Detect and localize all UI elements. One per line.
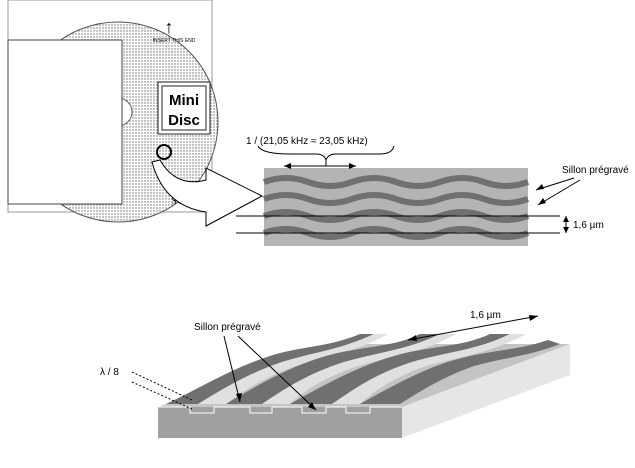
depth-label: λ / 8	[100, 367, 119, 378]
groove-pointer	[237, 335, 317, 411]
land-3d	[262, 334, 456, 404]
pitch-dimension-3d	[407, 315, 539, 341]
minidisc-logo-top: Mini	[169, 92, 199, 109]
frequency-label: 1 / (21,05 kHz ≈ 23,05 kHz)	[246, 136, 368, 147]
shutter	[7, 39, 123, 205]
land-3d	[332, 334, 526, 404]
groove-3d	[290, 334, 510, 404]
depth-line	[131, 381, 193, 410]
depth-line	[131, 371, 193, 401]
groove-label-bottom: Sillon prégravé	[194, 322, 261, 333]
minidisc-logo-bottom: Disc	[168, 112, 200, 129]
frequency-bracket	[257, 145, 395, 169]
pitch-label-3d: 1,6 µm	[470, 310, 501, 321]
minidisc-logo-box	[157, 81, 211, 135]
block-front-face	[158, 407, 402, 438]
magnified-spot	[156, 144, 172, 160]
groove-pointer	[223, 335, 241, 403]
edge-text: INSERT THIS END	[153, 38, 196, 44]
groove-block-3d	[158, 334, 570, 438]
groove-3d	[360, 340, 560, 404]
land-3d	[198, 334, 388, 404]
groove-profile	[158, 406, 402, 414]
block-side-face	[402, 344, 570, 438]
groove-3d	[226, 334, 440, 404]
groove-strip	[236, 168, 560, 246]
groove-3d	[166, 334, 374, 404]
groove-label-top: Sillon prégravé	[562, 165, 629, 176]
track-pitch-dimension	[563, 216, 569, 233]
insert-arrow-icon: ↑	[165, 17, 174, 37]
track-pitch-label: 1,6 µm	[573, 220, 604, 231]
groove-line	[262, 192, 530, 206]
groove-line	[262, 175, 530, 189]
groove-pointer	[537, 179, 581, 206]
magnify-arrow	[151, 159, 264, 227]
